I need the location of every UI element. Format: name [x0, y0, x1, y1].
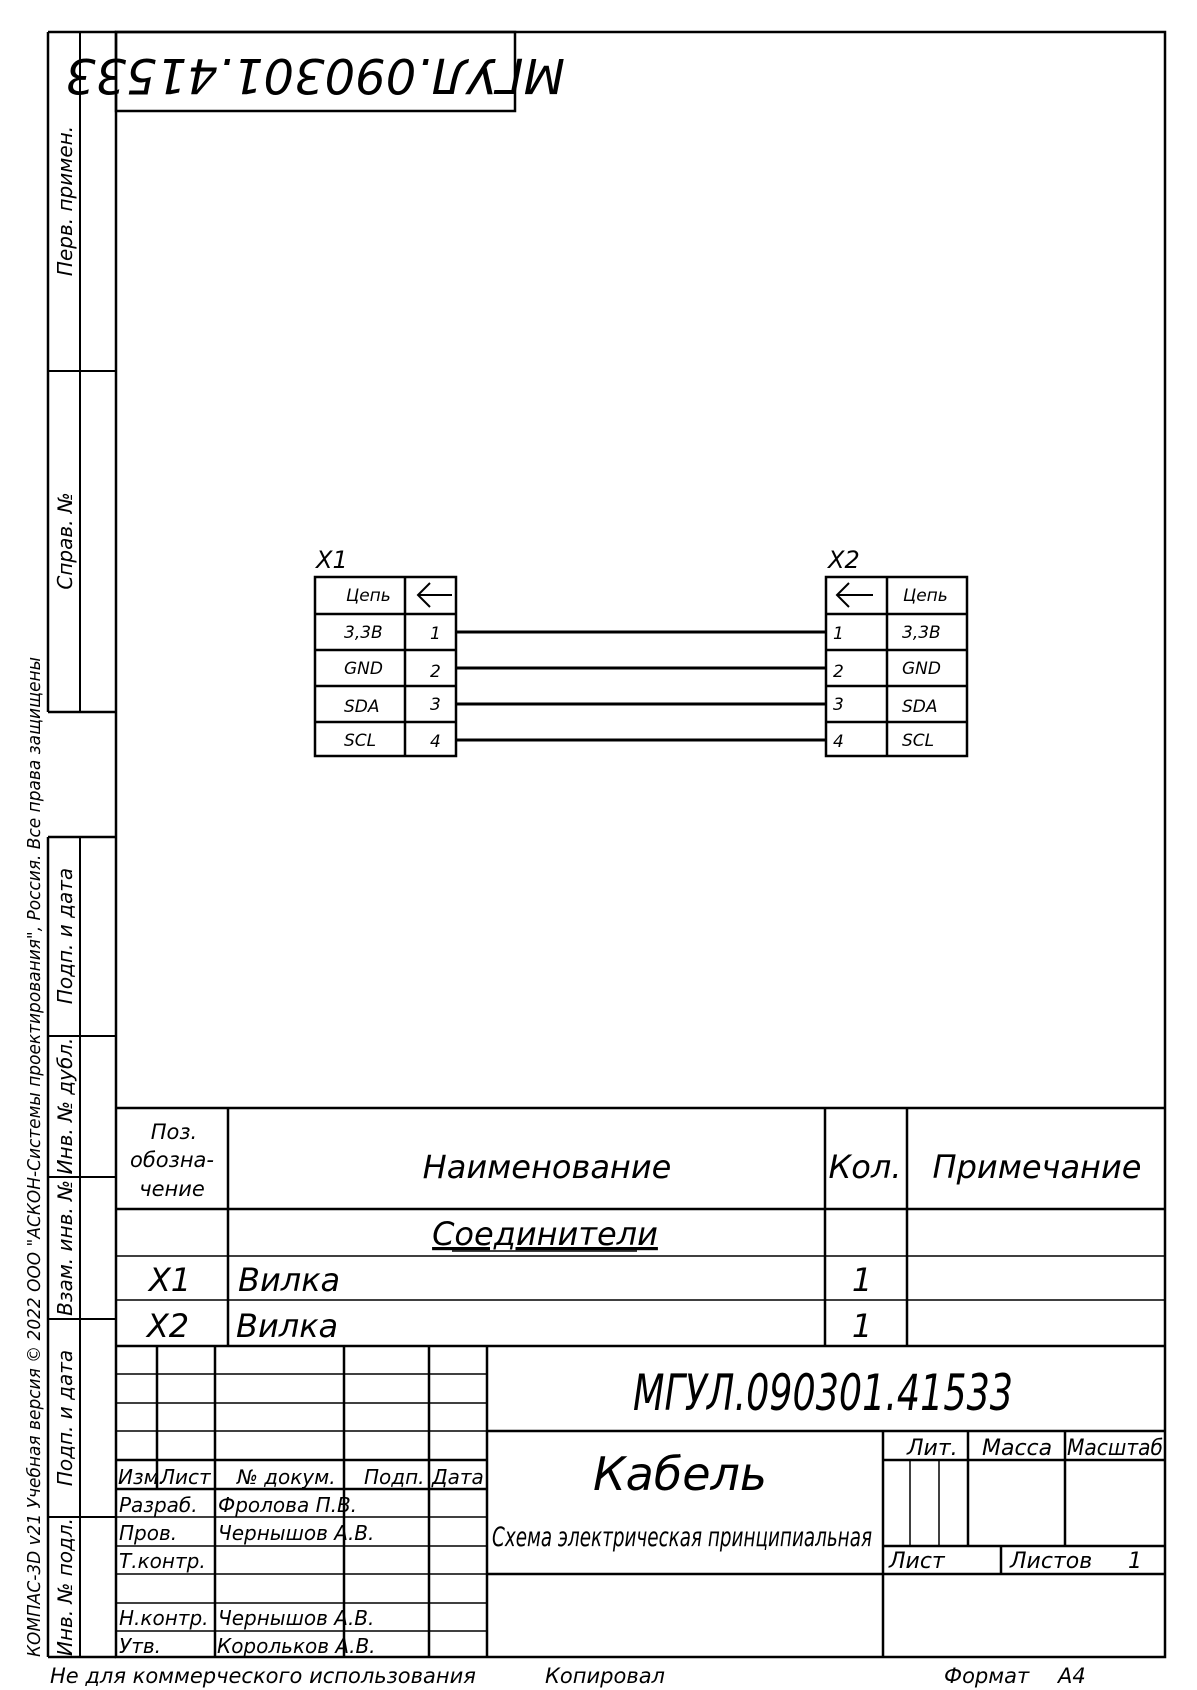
col-doc-label: № докум. — [236, 1465, 336, 1489]
col-list-label: Лист — [159, 1465, 212, 1489]
podp-data-bottom-label: Подп. и дата — [53, 1350, 77, 1486]
utv-name: Корольков А.В. — [217, 1634, 376, 1658]
connector-x1-ref: X1 — [314, 546, 348, 574]
perv-primen-label: Перв. примен. — [53, 126, 77, 276]
list-label: Лист — [888, 1549, 946, 1574]
title-block: Изм. Лист № докум. Подп. Дата Разраб. Фр… — [116, 1346, 1165, 1658]
arrow-left-icon — [835, 582, 873, 608]
header-pos-line2: обозна- — [130, 1148, 214, 1172]
connector-x2: X2 Цепь 1 2 3 4 3,3В GND SDA SCL — [824, 546, 969, 758]
connector-x2-pin-3: 3 — [833, 695, 844, 715]
side-strip: Перв. примен. Справ. № Подп. и дата Инв.… — [24, 30, 116, 1659]
header-qty: Кол. — [829, 1148, 902, 1186]
connector-x2-signal-3: SDA — [902, 697, 938, 717]
row-1-name: Вилка — [238, 1261, 340, 1299]
sprav-no-label: Справ. № — [53, 492, 77, 589]
connector-x2-signal-4: SCL — [902, 731, 934, 751]
utv-label: Утв. — [119, 1634, 161, 1658]
massa-label: Масса — [982, 1436, 1052, 1461]
razrab-name: Фролова П.В. — [218, 1493, 357, 1517]
masshtab-label: Масштаб — [1067, 1436, 1163, 1461]
connector-x1-signal-3: SDA — [344, 697, 380, 717]
inv-dubl-label: Инв. № дубл. — [53, 1038, 77, 1175]
connector-x2-pin-4: 4 — [833, 732, 844, 752]
connector-x2-pin-2: 2 — [833, 662, 844, 682]
connector-x1-pin-4: 4 — [430, 732, 441, 752]
connector-x2-signal-1: 3,3В — [902, 623, 941, 643]
razrab-label: Разраб. — [119, 1493, 198, 1517]
row-1-qty: 1 — [852, 1261, 872, 1299]
code-rotated-box: МГУЛ.090301.41533 — [65, 30, 565, 113]
listov-label: Листов — [1009, 1549, 1092, 1574]
col-date-label: Дата — [431, 1465, 484, 1489]
format-value: А4 — [1056, 1664, 1086, 1688]
wires — [456, 630, 826, 742]
header-name: Наименование — [423, 1148, 672, 1186]
nkontr-name: Чернышов А.В. — [218, 1606, 374, 1630]
podp-data-top-label: Подп. и дата — [53, 868, 77, 1004]
tkontr-label: Т.контр. — [119, 1549, 206, 1573]
schematic: X1 Цепь 3,3В GND SDA SCL 1 2 3 4 X2 — [313, 546, 969, 758]
connector-x1-signal-2: GND — [344, 659, 383, 679]
document-subtitle: Схема электрическая принципиальная — [492, 1522, 872, 1553]
connector-x1-pin-2: 2 — [430, 662, 441, 682]
connector-x2-header: Цепь — [903, 586, 948, 606]
sheet-frame — [114, 30, 1167, 1659]
not-commercial-text: Не для коммерческого использования — [50, 1664, 476, 1688]
copyright-text: КОМПАС-3D v21 Учебная версия © 2022 ООО … — [24, 657, 45, 1657]
col-izm-label: Изм. — [118, 1465, 165, 1489]
elements-list: Поз. обозна- чение Наименование Кол. При… — [116, 1106, 1165, 1348]
listov-value: 1 — [1128, 1549, 1142, 1574]
header-pos-line1: Поз. — [151, 1120, 197, 1144]
document-code: МГУЛ.090301.41533 — [633, 1364, 1013, 1422]
inv-podl-label: Инв. № подл. — [53, 1518, 77, 1656]
connector-x1-pin-1: 1 — [430, 624, 441, 644]
prov-label: Пров. — [119, 1521, 177, 1545]
col-podp-label: Подп. — [364, 1465, 425, 1489]
connector-x2-signal-2: GND — [902, 659, 941, 679]
format-label: Формат — [944, 1664, 1030, 1688]
nkontr-label: Н.контр. — [119, 1606, 209, 1630]
prov-name: Чернышов А.В. — [218, 1521, 374, 1545]
row-1-pos: X1 — [147, 1261, 191, 1299]
connector-x1-header: Цепь — [346, 586, 391, 606]
header-note: Примечание — [933, 1148, 1142, 1186]
header-pos-line3: чение — [139, 1177, 205, 1201]
footer: Не для коммерческого использования Копир… — [50, 1664, 1086, 1688]
document-title: Кабель — [593, 1447, 767, 1501]
connector-x2-ref: X2 — [826, 546, 860, 574]
connector-x1-pin-3: 3 — [430, 695, 441, 715]
group-title: Соединители — [432, 1215, 658, 1253]
row-2-name: Вилка — [236, 1307, 338, 1345]
connector-x1: X1 Цепь 3,3В GND SDA SCL 1 2 3 4 — [313, 546, 458, 758]
connector-x1-signal-1: 3,3В — [344, 623, 383, 643]
lit-label: Лит. — [906, 1436, 958, 1461]
connector-x2-pin-1: 1 — [833, 624, 844, 644]
document-code-rotated: МГУЛ.090301.41533 — [65, 47, 565, 103]
row-2-pos: X2 — [145, 1307, 189, 1345]
row-2-qty: 1 — [852, 1307, 872, 1345]
copied-label: Копировал — [545, 1664, 665, 1688]
connector-x1-signal-4: SCL — [344, 731, 376, 751]
vzam-inv-label: Взам. инв. № — [53, 1180, 77, 1316]
arrow-left-icon — [416, 582, 452, 608]
